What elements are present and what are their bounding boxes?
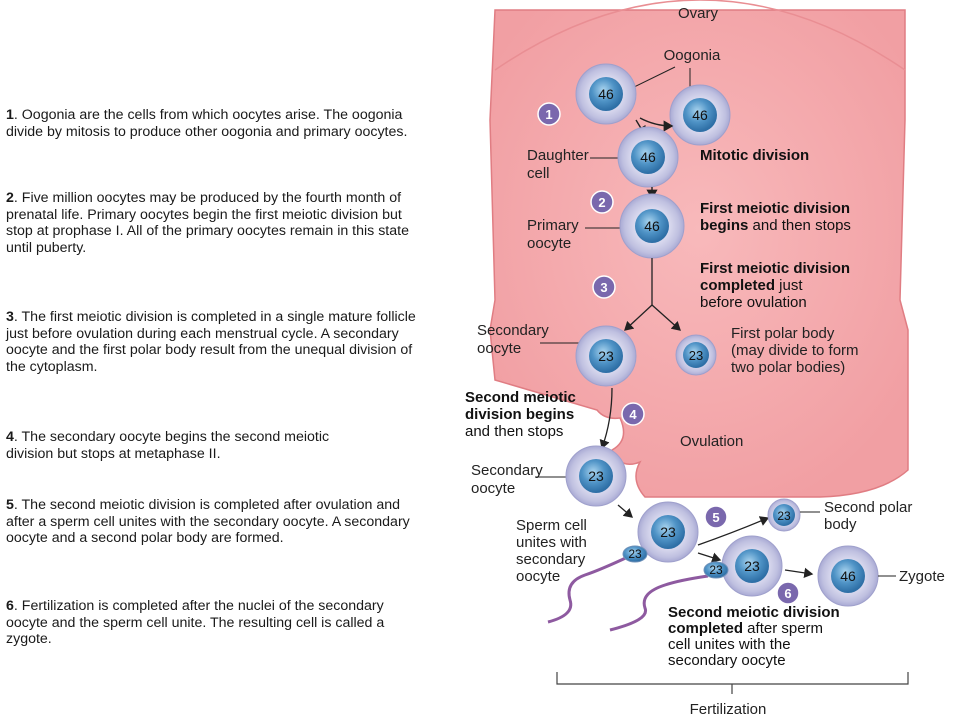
ovulation-label: Ovulation bbox=[680, 433, 743, 450]
oogonium-cell: 46 bbox=[575, 63, 637, 125]
fertilization-bracket bbox=[556, 672, 909, 694]
sperm-tail bbox=[547, 554, 631, 624]
second-polar-body-cell: 23 bbox=[767, 498, 801, 532]
svg-text:23: 23 bbox=[598, 348, 614, 364]
svg-text:46: 46 bbox=[692, 107, 708, 123]
fertilized-oocyte-cell: 23 bbox=[637, 501, 699, 563]
svg-text:6: 6 bbox=[784, 586, 791, 601]
step-6: 6. Fertilization is completed after the … bbox=[6, 598, 385, 648]
svg-text:46: 46 bbox=[840, 568, 856, 584]
zygote-label: Zygote bbox=[899, 568, 945, 585]
oogonium-cell: 46 bbox=[669, 84, 731, 146]
svg-text:46: 46 bbox=[640, 149, 656, 165]
ovary-label: Ovary bbox=[678, 5, 719, 22]
step-badge-6: 6 bbox=[776, 581, 800, 605]
step-badge-3: 3 bbox=[592, 275, 616, 299]
svg-text:1: 1 bbox=[545, 107, 552, 122]
step-badge-5: 5 bbox=[704, 505, 728, 529]
sperm-tail bbox=[609, 574, 709, 632]
sperm-head: 23 bbox=[703, 561, 729, 579]
step-badge-4: 4 bbox=[621, 402, 645, 426]
svg-text:5: 5 bbox=[712, 510, 719, 525]
svg-text:2: 2 bbox=[598, 195, 605, 210]
ovulated-oocyte-cell: 23 bbox=[565, 445, 627, 507]
svg-text:23: 23 bbox=[628, 547, 642, 561]
mitotic-division-label: Mitotic division bbox=[700, 147, 809, 164]
first-polar-body-cell: 23 bbox=[675, 334, 717, 376]
step-badge-1: 1 bbox=[537, 102, 561, 126]
step-badge-2: 2 bbox=[590, 190, 614, 214]
svg-text:4: 4 bbox=[629, 407, 637, 422]
svg-text:23: 23 bbox=[689, 348, 703, 363]
step-2: 2. Five million oocytes may be produced … bbox=[6, 190, 409, 256]
svg-text:23: 23 bbox=[660, 524, 676, 540]
svg-text:23: 23 bbox=[588, 468, 604, 484]
sperm-head: 23 bbox=[622, 545, 648, 563]
fertilization-label: Fertilization bbox=[690, 701, 767, 718]
step-5: 5. The second meiotic division is comple… bbox=[6, 497, 410, 547]
svg-text:23: 23 bbox=[709, 563, 723, 577]
svg-text:46: 46 bbox=[644, 218, 660, 234]
svg-text:23: 23 bbox=[777, 509, 791, 523]
daughter-cell: 46 bbox=[617, 126, 679, 188]
oocyte-with-sperm-nucleus: 23 bbox=[721, 535, 783, 597]
oogonia-label: Oogonia bbox=[664, 47, 721, 64]
svg-text:23: 23 bbox=[744, 558, 760, 574]
svg-text:46: 46 bbox=[598, 86, 614, 102]
secondary-oocyte-cell: 23 bbox=[575, 325, 637, 387]
step-4: 4. The secondary oocyte begins the secon… bbox=[6, 429, 330, 462]
step-1: 1. Oogonia are the cells from which oocy… bbox=[6, 107, 408, 140]
step-3: 3. The first meiotic division is complet… bbox=[6, 309, 416, 375]
primary-oocyte-cell: 46 bbox=[619, 193, 685, 259]
step-list: 1. Oogonia are the cells from which oocy… bbox=[6, 0, 426, 720]
zygote-cell: 46 bbox=[817, 545, 879, 607]
svg-text:3: 3 bbox=[600, 280, 607, 295]
